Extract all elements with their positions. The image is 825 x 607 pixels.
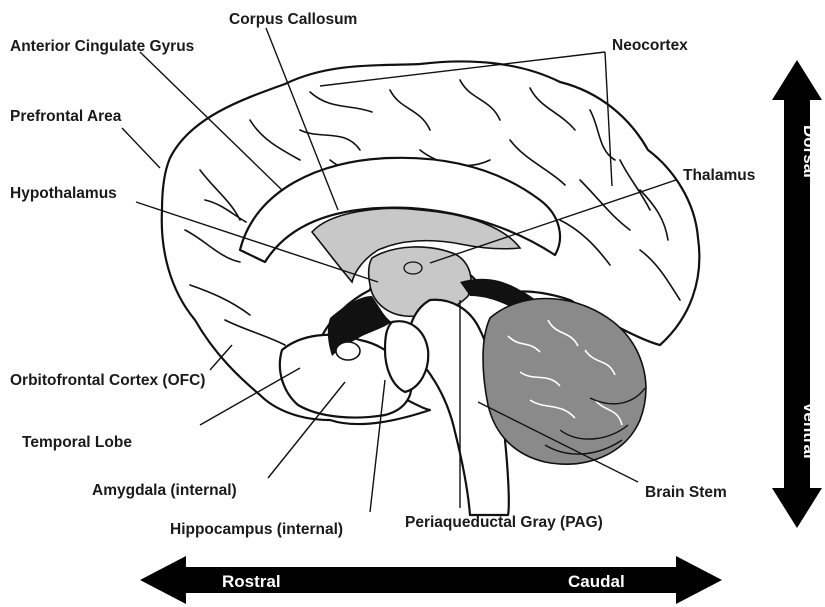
label-brain-stem: Brain Stem <box>645 484 727 501</box>
label-neocortex: Neocortex <box>612 37 688 54</box>
label-dorsal: Dorsal <box>800 125 819 178</box>
label-temporal-lobe: Temporal Lobe <box>22 434 132 451</box>
label-thalamus: Thalamus <box>683 167 755 184</box>
label-rostral: Rostral <box>222 572 281 591</box>
label-orbitofrontal-cortex: Orbitofrontal Cortex (OFC) <box>10 372 205 389</box>
dorsal-ventral-arrow: Dorsal Ventral <box>772 60 822 528</box>
label-ventral: Ventral <box>800 402 819 459</box>
label-periaqueductal-gray: Periaqueductal Gray (PAG) <box>405 514 603 531</box>
pituitary-shape <box>336 342 360 360</box>
brain-illustration <box>162 61 700 515</box>
leader-prefrontal <box>122 128 160 168</box>
label-prefrontal-area: Prefrontal Area <box>10 108 122 125</box>
label-hypothalamus: Hypothalamus <box>10 185 117 202</box>
label-amygdala: Amygdala (internal) <box>92 482 237 499</box>
label-caudal: Caudal <box>568 572 625 591</box>
label-hippocampus: Hippocampus (internal) <box>170 521 343 538</box>
interthalamic-adhesion <box>404 262 422 274</box>
rostral-caudal-arrow: Rostral Caudal <box>140 556 722 604</box>
label-corpus-callosum: Corpus Callosum <box>229 11 357 28</box>
label-anterior-cingulate-gyrus: Anterior Cingulate Gyrus <box>10 38 194 55</box>
